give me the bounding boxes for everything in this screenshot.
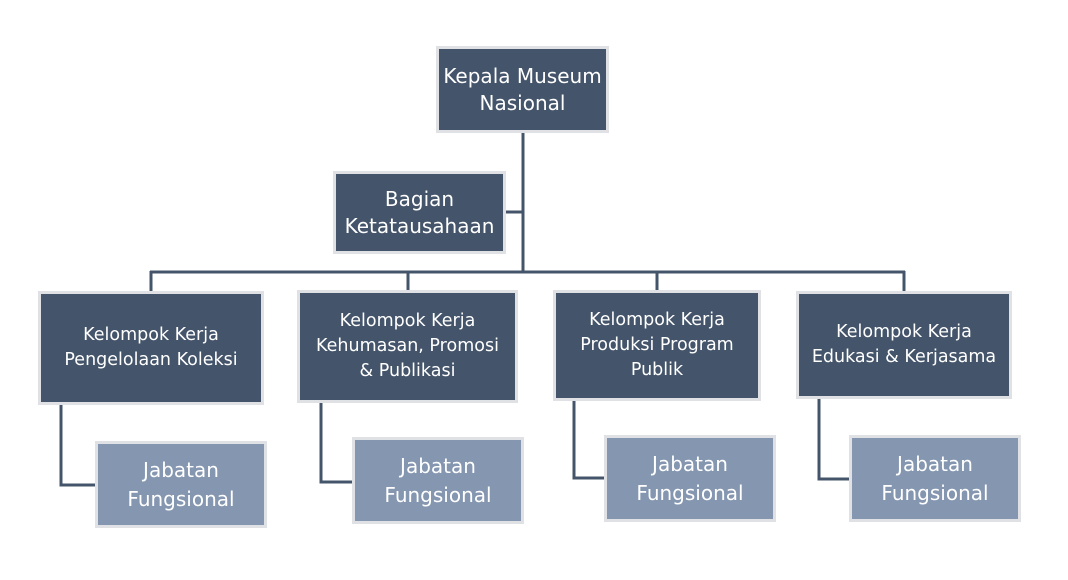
group-box-3: Kelompok Kerja Produksi Program Publik [553,290,761,401]
sub-label-2: Jabatan Fungsional [384,453,492,507]
group-label-4: Kelompok Kerja Edukasi & Kerjasama [811,322,997,367]
staff-label: Bagian Ketatausahaan [344,186,495,238]
group-label-3: Kelompok Kerja Produksi Program Publik [580,310,734,380]
group-box-4: Kelompok Kerja Edukasi & Kerjasama [796,291,1012,399]
sub-box-3: Jabatan Fungsional [604,435,776,522]
elbow-connector-2 [319,402,354,484]
group-label-2: Kelompok Kerja Kehumasan, Promosi & Publ… [316,311,499,381]
group-label-1: Kelompok Kerja Pengelolaan Koleksi [64,325,238,370]
sub-label-4: Jabatan Fungsional [881,451,989,505]
group-box-1: Kelompok Kerja Pengelolaan Koleksi [38,291,264,405]
sub-label-1: Jabatan Fungsional [127,457,235,511]
elbow-connector-1 [59,404,96,487]
head-box: Kepala Museum Nasional [436,46,609,133]
staff-box: Bagian Ketatausahaan [333,171,506,254]
head-label: Kepala Museum Nasional [443,63,602,115]
sub-box-1: Jabatan Fungsional [95,441,267,528]
sub-label-3: Jabatan Fungsional [636,451,744,505]
sub-box-2: Jabatan Fungsional [352,437,524,524]
elbow-connector-3 [572,400,606,480]
group-box-2: Kelompok Kerja Kehumasan, Promosi & Publ… [297,290,518,403]
sub-box-4: Jabatan Fungsional [849,435,1021,522]
elbow-connector-4 [817,398,851,481]
